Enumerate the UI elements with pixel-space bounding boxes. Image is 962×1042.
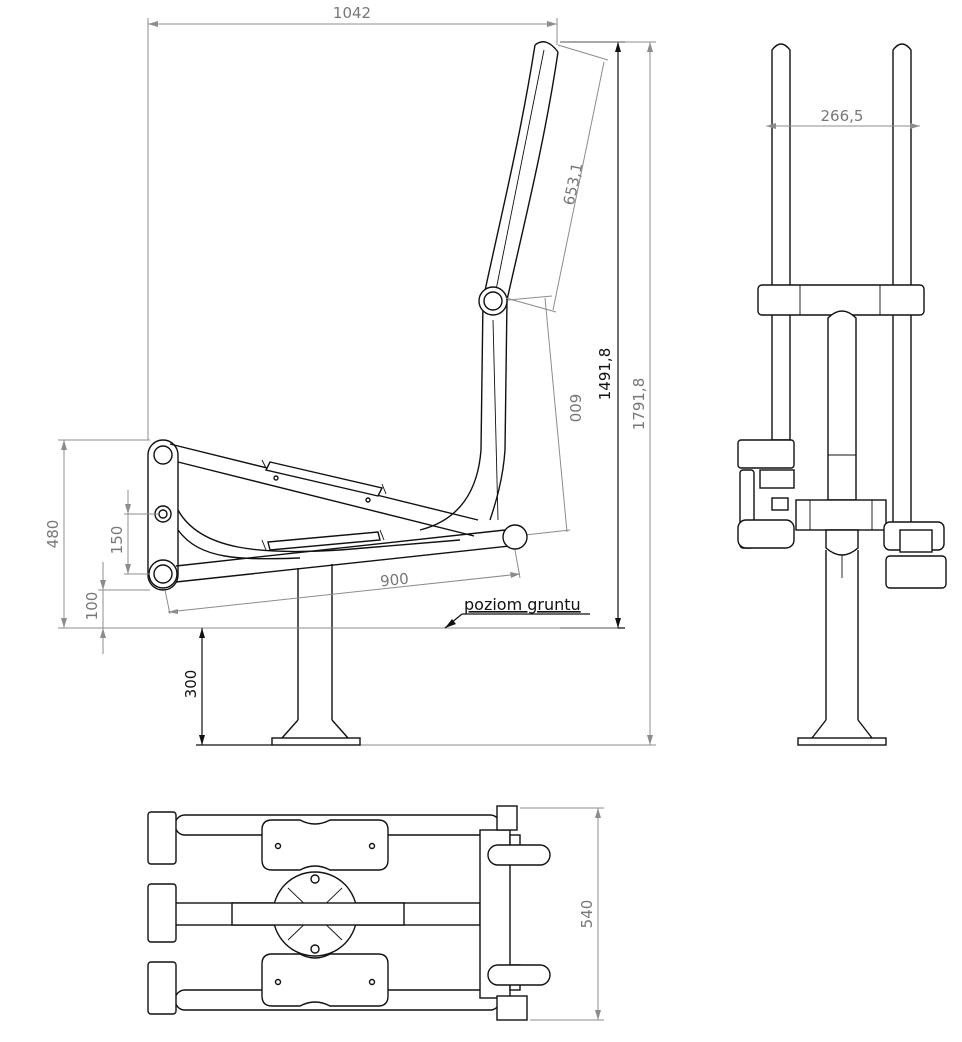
dimension-upper-arm: 653,1 <box>505 44 609 313</box>
foundation-depth-label: 300 <box>182 670 200 699</box>
height-total-label: 1791,8 <box>630 378 648 431</box>
bottom-offset-label: 100 <box>83 592 101 621</box>
seat-frame <box>147 439 528 746</box>
side-view: 1042 653,1 600 <box>44 4 656 746</box>
ground-level-label: poziom gruntu <box>464 595 581 614</box>
ground-line: poziom gruntu <box>58 595 618 629</box>
lower-arm-label: 600 <box>566 394 584 423</box>
overall-depth-label: 540 <box>578 900 596 929</box>
top-view: 540 <box>147 805 604 1021</box>
dimension-overall-width: 1042 <box>147 4 558 440</box>
height-handle-label: 1491,8 <box>596 348 614 401</box>
front-view: 266,5 <box>737 43 947 746</box>
upper-pivot <box>478 286 508 316</box>
handle-tube <box>419 41 559 531</box>
dimension-bottom-offset: 100 <box>83 562 150 654</box>
dimension-footrest: 900 <box>164 549 521 615</box>
pivot-offset-label: 150 <box>108 526 126 555</box>
dimension-height-handle: 1491,8 <box>560 41 625 629</box>
seat-height-label: 480 <box>44 520 62 549</box>
footrest-label: 900 <box>379 570 409 591</box>
dimension-seat-height: 480 <box>44 439 150 628</box>
dimension-foundation: 300 <box>182 628 272 746</box>
dimension-height-total: 1791,8 <box>360 41 656 746</box>
dimension-pivot-offset: 150 <box>108 490 158 575</box>
upper-arm-label: 653,1 <box>560 161 587 207</box>
overall-width-label: 1042 <box>333 4 371 22</box>
handle-spacing-label: 266,5 <box>821 107 864 125</box>
dimension-lower-arm: 600 <box>507 295 584 536</box>
